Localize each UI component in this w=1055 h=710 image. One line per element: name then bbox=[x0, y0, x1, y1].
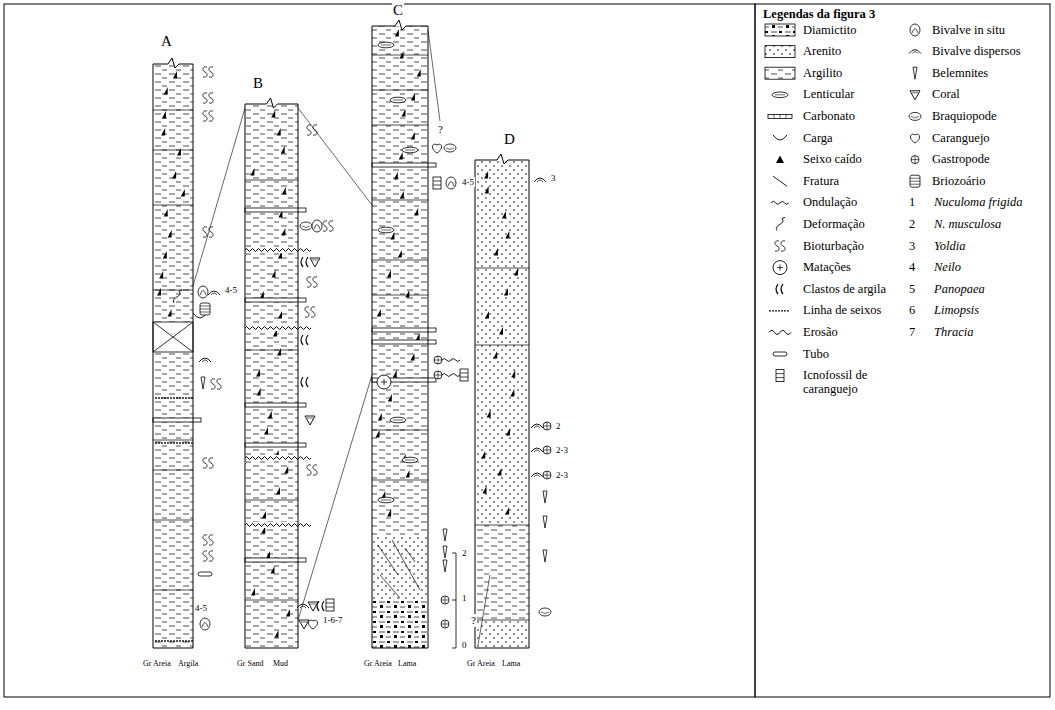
axis-label: Mud bbox=[272, 659, 289, 668]
column-letter: A bbox=[160, 33, 173, 50]
axis-label: Lama bbox=[501, 659, 521, 668]
axis-label: Gr Areia bbox=[363, 659, 393, 668]
figure-frame bbox=[4, 4, 755, 697]
legend-text: Gastropode bbox=[932, 152, 990, 166]
fossil-number: 2-3 bbox=[555, 445, 569, 455]
axis-label: Argila bbox=[177, 659, 199, 668]
legend-text: Seixo caído bbox=[803, 152, 862, 166]
scale-number: 1 bbox=[461, 593, 468, 603]
legend-text: Belemnites bbox=[932, 66, 988, 80]
fossil-number: 4-5 bbox=[224, 285, 238, 295]
legend-frame bbox=[755, 4, 1050, 697]
query-mark: ? bbox=[437, 123, 444, 136]
legend-text: Carga bbox=[803, 131, 833, 145]
fossil-number: 4-5 bbox=[194, 603, 208, 613]
legend-text: Carbonato bbox=[803, 109, 855, 123]
legend-number: 2 bbox=[909, 217, 915, 231]
fossil-number: 3 bbox=[550, 173, 557, 183]
legend-title: Legendas da figura 3 bbox=[763, 7, 875, 21]
scale-number: 2 bbox=[461, 548, 468, 558]
legend-text: Briozoário bbox=[932, 174, 985, 188]
legend-text: Diamictito bbox=[803, 23, 856, 37]
legend-number: 5 bbox=[909, 282, 915, 296]
legend-text: Yoldia bbox=[934, 239, 966, 253]
legend-number: 6 bbox=[909, 303, 915, 317]
legend-text: Bivalve dispersos bbox=[932, 44, 1021, 58]
axis-label: Gr Sand bbox=[236, 659, 264, 668]
legend-text: Thracia bbox=[934, 325, 974, 339]
legend-text: Icnofossil de caranguejo bbox=[803, 368, 893, 397]
legend-text: Bivalve in situ bbox=[932, 23, 1005, 37]
legend-text: N. musculosa bbox=[934, 217, 1001, 231]
legend-number: 1 bbox=[909, 195, 915, 209]
legend-text: Coral bbox=[932, 87, 960, 101]
legend-text: Caranguejo bbox=[932, 131, 990, 145]
axis-label: Lama bbox=[397, 659, 417, 668]
column-letter: B bbox=[252, 75, 264, 92]
scale-number: 0 bbox=[461, 640, 468, 650]
legend-text: Lenticular bbox=[803, 87, 854, 101]
legend-text: Matações bbox=[803, 260, 851, 274]
legend-text: Fratura bbox=[803, 174, 839, 188]
legend-number: 4 bbox=[909, 260, 915, 274]
legend-text: Arenito bbox=[803, 44, 841, 58]
query-mark: ? bbox=[470, 614, 477, 627]
axis-label: Gr Areia bbox=[142, 659, 172, 668]
fossil-number: 1-6-7 bbox=[322, 615, 344, 625]
legend-text: Panopaea bbox=[934, 282, 985, 296]
legend-text: Erosão bbox=[803, 325, 838, 339]
legend-number: 3 bbox=[909, 239, 915, 253]
legend-text: Clastos de argila bbox=[803, 282, 886, 296]
legend-text: Braquiopode bbox=[932, 109, 997, 123]
legend-text: Deformação bbox=[803, 217, 865, 231]
column-letter: C bbox=[392, 2, 404, 19]
legend-number: 7 bbox=[909, 325, 915, 339]
legend-text: Limopsis bbox=[934, 303, 979, 317]
legend-text: Linha de seixos bbox=[803, 303, 881, 317]
legend-text: Bioturbação bbox=[803, 239, 864, 253]
axis-label: Gr Areia bbox=[466, 659, 496, 668]
legend-text: Ondulação bbox=[803, 195, 857, 209]
legend-text: Tubo bbox=[803, 347, 829, 361]
legend-text: Neilo bbox=[934, 260, 961, 274]
fossil-number: 2 bbox=[555, 421, 562, 431]
fossil-number: 2-3 bbox=[555, 470, 569, 480]
legend-text: Nuculoma frigida bbox=[934, 195, 1023, 209]
legend-text: Argilito bbox=[803, 66, 842, 80]
fossil-number: 4-5 bbox=[461, 177, 475, 187]
column-letter: D bbox=[503, 131, 516, 148]
